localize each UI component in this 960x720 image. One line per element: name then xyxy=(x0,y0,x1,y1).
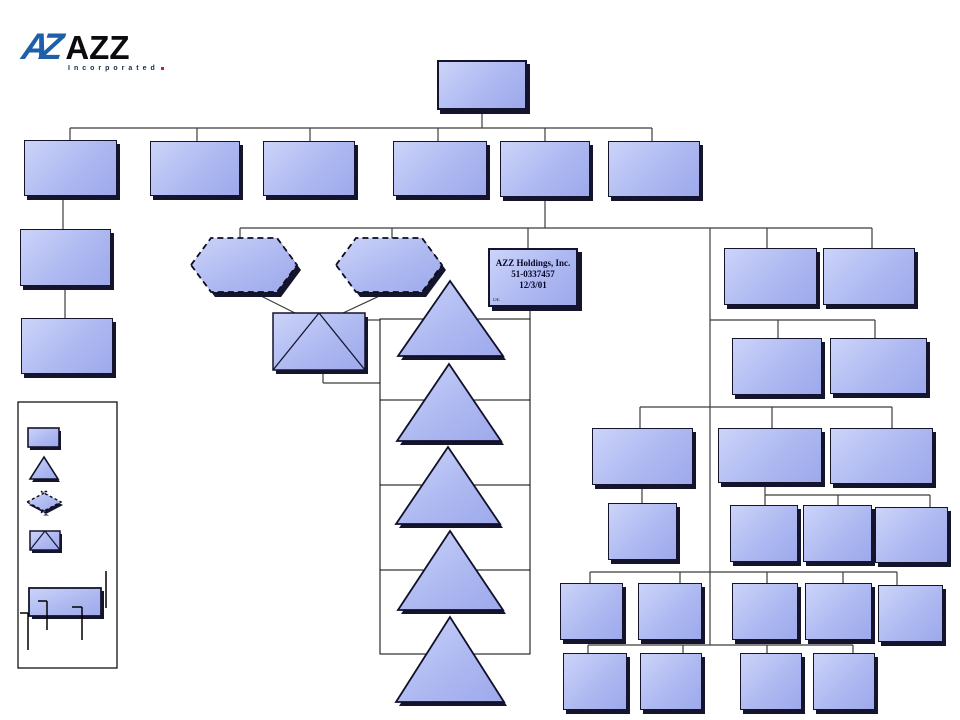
org-node-box xyxy=(830,428,933,484)
legend-rect-triangle-edge xyxy=(29,530,46,551)
holdings-name: AZZ Holdings, Inc. xyxy=(495,258,571,268)
legend-hexagon-symbol xyxy=(25,490,63,514)
org-node-box xyxy=(592,428,693,485)
logo-subtext: Incorporated xyxy=(68,65,159,72)
org-node-box xyxy=(732,583,798,640)
org-node-box xyxy=(640,653,702,710)
triangle-node xyxy=(395,362,503,442)
holdings-date: 12/3/01 xyxy=(519,280,547,290)
org-node-box xyxy=(437,60,527,110)
logo-wordmark: AZZ xyxy=(65,29,130,66)
org-node-box xyxy=(813,653,875,710)
org-node-box xyxy=(718,428,822,483)
org-node-box xyxy=(150,141,240,196)
org-node-box xyxy=(638,583,702,640)
org-node-box xyxy=(560,583,623,640)
rect-triangle-node xyxy=(272,312,366,371)
org-node-box xyxy=(740,653,802,710)
org-node-box xyxy=(830,338,927,394)
logo-subtext-row: Incorporated xyxy=(22,65,182,72)
logo-row: AZ AZZ xyxy=(19,24,182,67)
org-node-box xyxy=(724,248,817,305)
org-node-box xyxy=(393,141,487,196)
triangle-node xyxy=(394,615,506,703)
org-node-box xyxy=(20,229,111,286)
legend-wide-rect-symbol xyxy=(28,587,102,617)
holdings-corner-note: DE xyxy=(493,298,500,303)
triangle-node xyxy=(396,529,505,611)
org-node-box xyxy=(263,141,355,196)
org-node-box xyxy=(21,318,113,374)
rect-triangle-edge xyxy=(318,312,366,371)
legend-rect-triangle-edge xyxy=(44,530,61,551)
org-node-box xyxy=(563,653,627,710)
azz-holdings-node: AZZ Holdings, Inc. 51-0337457 12/3/01 DE xyxy=(488,248,578,307)
org-node-box xyxy=(500,141,590,197)
org-node-box xyxy=(608,141,700,197)
org-node-box xyxy=(608,503,677,560)
org-node-box xyxy=(24,140,117,196)
org-node-box xyxy=(805,583,872,640)
legend-frame xyxy=(17,401,118,669)
hexagon-node xyxy=(189,237,299,293)
logo-red-dot-icon xyxy=(160,67,164,70)
legend-triangle-symbol xyxy=(28,455,60,480)
org-node-box xyxy=(878,585,943,642)
triangle-node xyxy=(396,279,505,357)
logo: AZ AZZ Incorporated xyxy=(19,24,182,72)
org-node-box xyxy=(823,248,915,305)
org-node-box xyxy=(875,507,948,563)
org-node-box xyxy=(803,505,872,562)
rect-triangle-edge xyxy=(272,312,320,371)
legend-rect-triangle-symbol xyxy=(29,530,61,551)
org-node-box xyxy=(732,338,822,395)
hexagon-node xyxy=(334,237,444,293)
triangle-node xyxy=(394,445,502,525)
holdings-ein: 51-0337457 xyxy=(511,269,555,279)
legend-rectangle-symbol xyxy=(27,427,60,448)
org-node-box xyxy=(730,505,798,562)
